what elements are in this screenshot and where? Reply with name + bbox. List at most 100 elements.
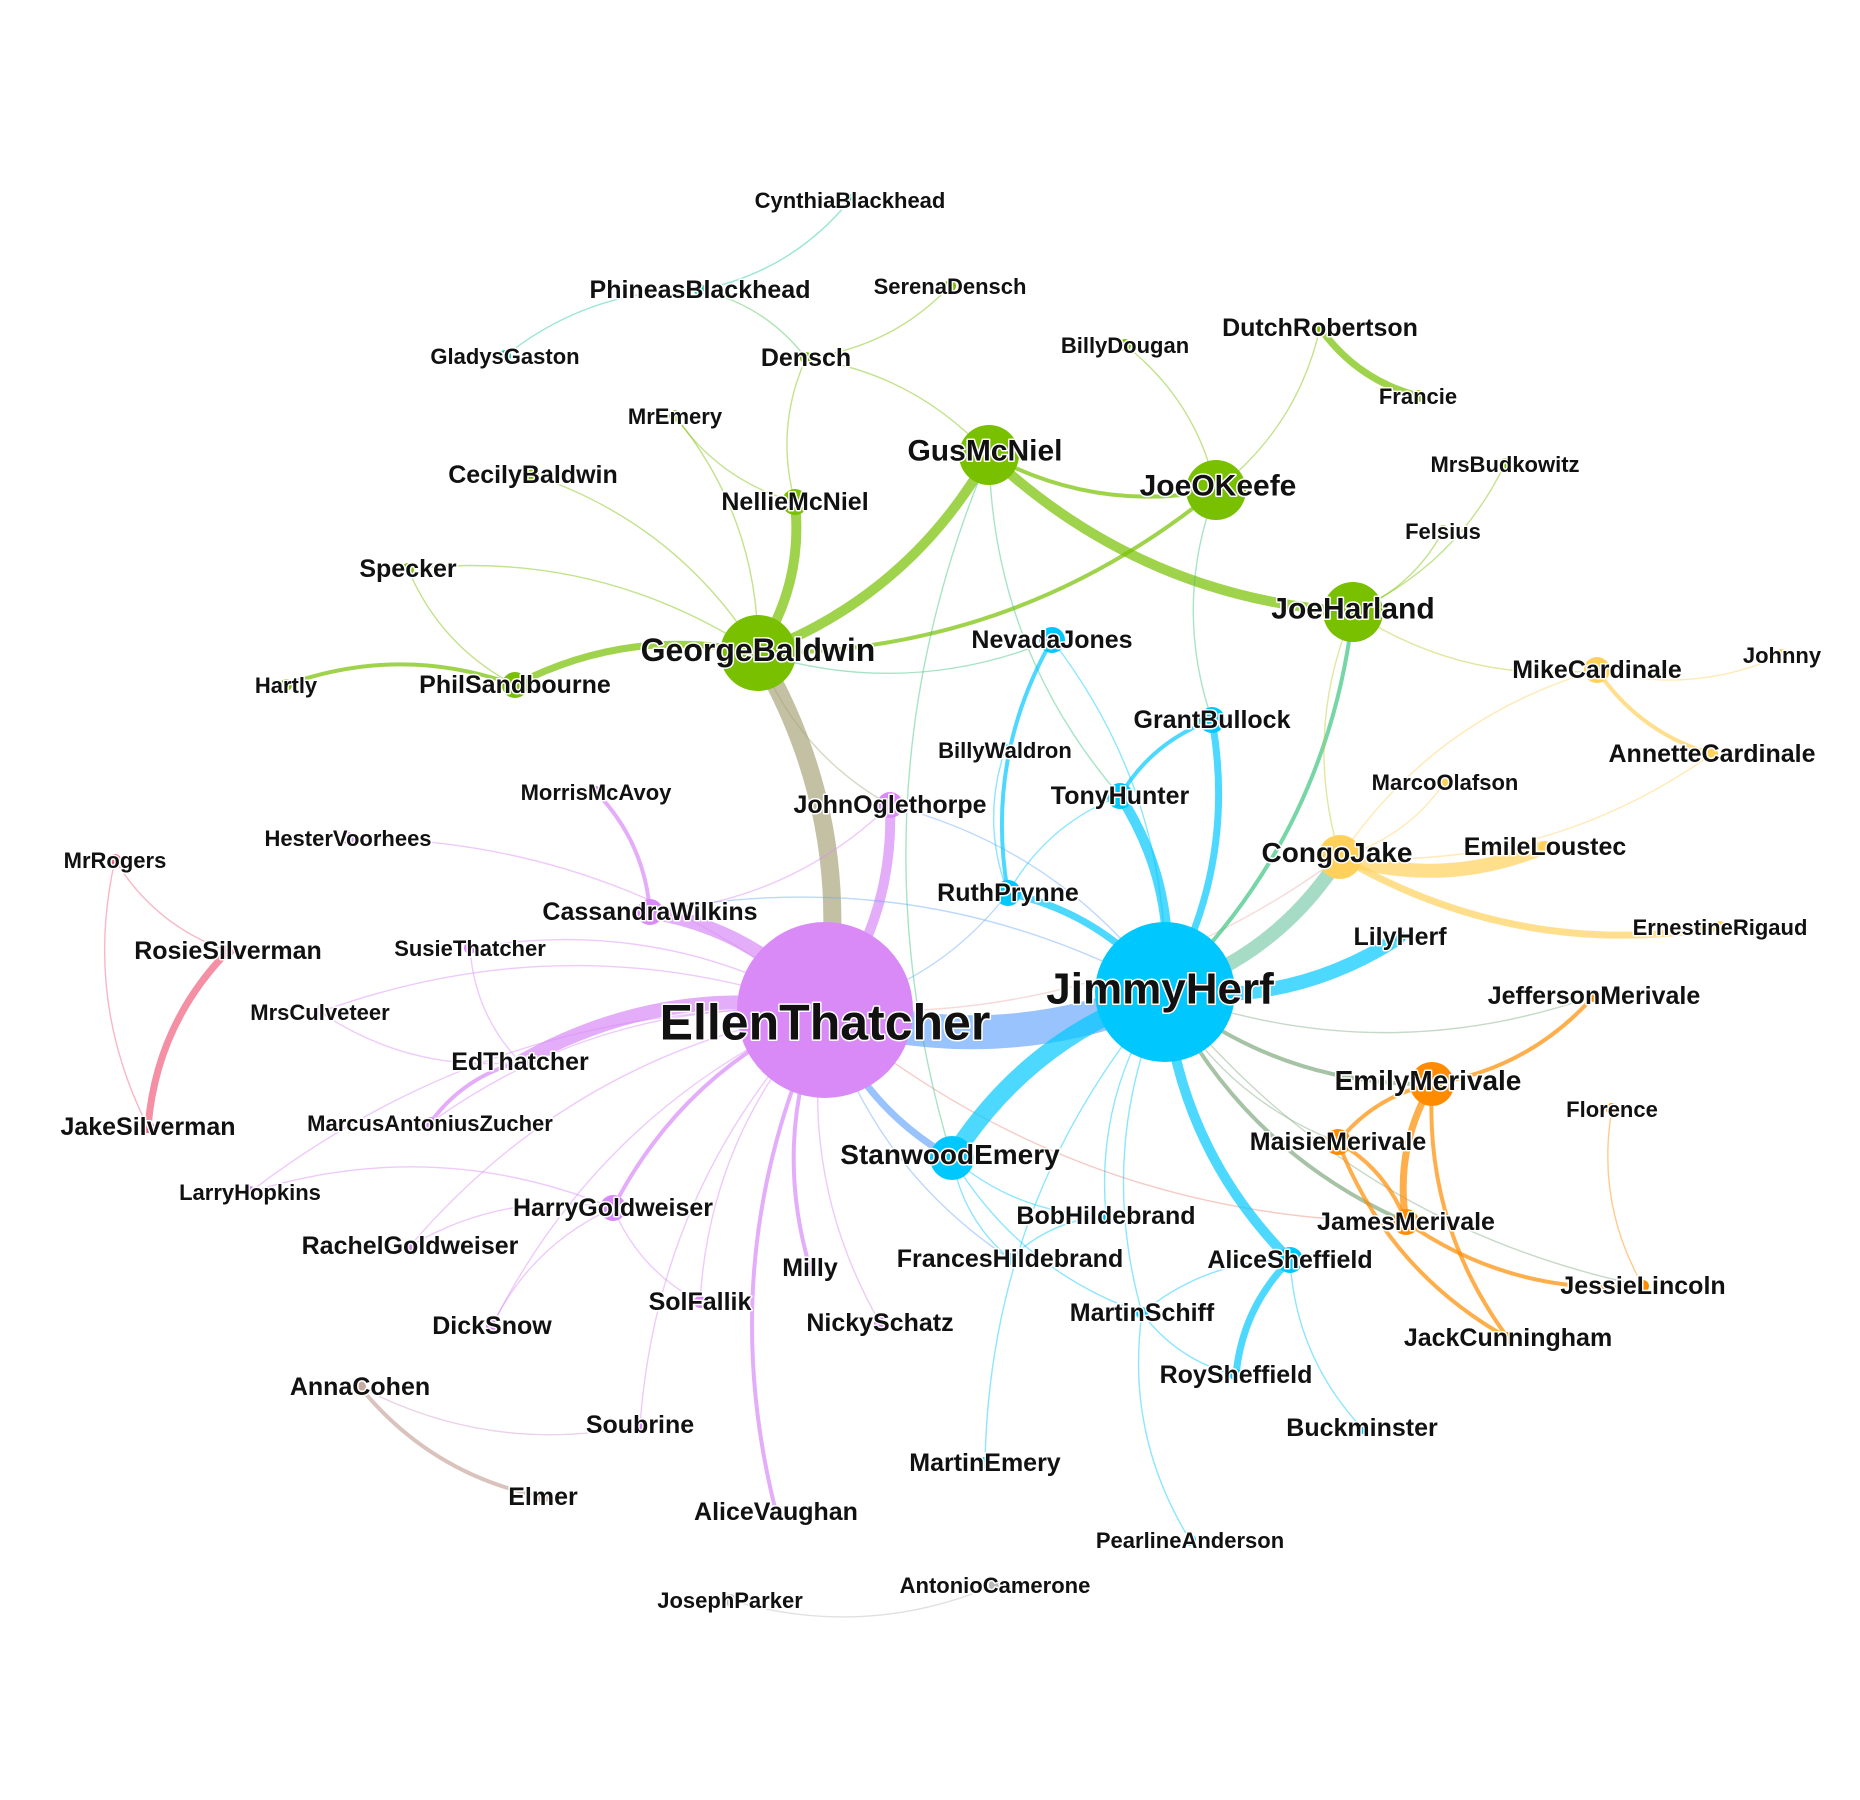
edge-NevadaJones-RuthPrynne [999,639,1054,894]
node-Milly[interactable] [804,1262,816,1274]
node-JoeHarland[interactable] [1323,582,1383,642]
node-Soubrine[interactable] [634,1419,646,1431]
node-SolFallik[interactable] [694,1296,706,1308]
node-MarcoOlafson[interactable] [1439,776,1451,788]
node-GeorgeBaldwin[interactable] [720,615,796,691]
node-RosieSilverman[interactable] [222,945,234,957]
edge-Densch-PhineasBlackhead [699,289,807,359]
node-EdThatcher[interactable] [514,1056,526,1068]
node-Johnny[interactable] [1776,649,1788,661]
node-RuthPrynne[interactable] [995,880,1021,906]
node-EmilyMerivale[interactable] [1410,1062,1454,1106]
edge-layer [103,199,1783,1618]
edge-MrRogers-RosieSilverman [114,859,229,952]
node-NickySchatz[interactable] [874,1317,886,1329]
node-JohnOglethorpe[interactable] [877,792,903,818]
label-RoySheffield: RoySheffield [1160,1361,1313,1389]
node-MartinEmery[interactable] [979,1457,991,1469]
node-NevadaJones[interactable] [1039,627,1065,653]
node-JeffersonMerivale[interactable] [1588,990,1600,1002]
node-LilyHerf[interactable] [1394,931,1406,943]
label-MarcoOlafson: MarcoOlafson [1372,770,1519,795]
node-BobHildebrand[interactable] [1100,1210,1112,1222]
node-Francie[interactable] [1412,390,1424,402]
label-SerenaDensch: SerenaDensch [874,274,1027,299]
node-NellieMcNiel[interactable] [782,489,808,515]
node-JackCunningham[interactable] [1502,1332,1514,1344]
node-BillyWaldron[interactable] [999,744,1011,756]
label-StanwoodEmery: StanwoodEmery [840,1139,1060,1170]
node-CynthiaBlackhead[interactable] [844,194,856,206]
node-SusieThatcher[interactable] [464,942,476,954]
node-MarcusAntoniusZucher[interactable] [424,1117,436,1129]
node-SerenaDensch[interactable] [944,280,956,292]
node-GladysGaston[interactable] [499,350,511,362]
node-AnnetteCardinale[interactable] [1706,748,1718,760]
node-LarryHopkins[interactable] [244,1186,256,1198]
node-PearlineAnderson[interactable] [1184,1534,1196,1546]
node-StanwoodEmery[interactable] [930,1136,974,1180]
label-JessieLincoln: JessieLincoln [1560,1272,1725,1300]
edge-GusMcNiel-TonyHunter [988,454,1121,797]
node-AnnaCohen[interactable] [354,1381,366,1393]
node-Buckminster[interactable] [1356,1422,1368,1434]
node-BillyDougan[interactable] [1119,339,1131,351]
node-HarryGoldweiser[interactable] [600,1195,626,1221]
node-MrEmery[interactable] [669,410,681,422]
node-CassandraWilkins[interactable] [637,899,663,925]
node-AliceVaughan[interactable] [770,1506,782,1518]
label-MorrisMcAvoy: MorrisMcAvoy [521,780,673,805]
node-DutchRobertson[interactable] [1314,322,1326,334]
node-JakeSilverman[interactable] [142,1121,154,1133]
edge-CassandraWilkins-MorrisMcAvoy [594,790,652,913]
node-Florence[interactable] [1606,1103,1618,1115]
edge-GeorgeBaldwin-CecilyBaldwin [532,474,759,654]
node-JessieLincoln[interactable] [1637,1280,1649,1292]
node-RachelGoldweiser[interactable] [404,1240,416,1252]
node-RoySheffield[interactable] [1230,1369,1242,1381]
label-JackCunningham: JackCunningham [1404,1324,1612,1352]
node-Felsius[interactable] [1437,525,1449,537]
node-ErnestineRigaud[interactable] [1714,921,1726,933]
label-Felsius: Felsius [1405,519,1481,544]
node-JoeOKeefe[interactable] [1186,460,1246,520]
node-CecilyBaldwin[interactable] [527,469,539,481]
label-MarcusAntoniusZucher: MarcusAntoniusZucher [307,1111,553,1136]
node-Densch[interactable] [800,352,812,364]
label-JeffersonMerivale: JeffersonMerivale [1488,982,1701,1010]
node-MartinSchiff[interactable] [1136,1307,1148,1319]
node-EllenThatcher[interactable] [737,922,913,1098]
node-PhilSandbourne[interactable] [502,672,528,698]
node-MrsBudkowitz[interactable] [1499,458,1511,470]
node-DickSnow[interactable] [486,1320,498,1332]
label-MikeCardinale: MikeCardinale [1512,656,1682,684]
node-AntonioCamerone[interactable] [989,1579,1001,1591]
node-JamesMerivale[interactable] [1393,1209,1419,1235]
node-EmileLoustec[interactable] [1539,841,1551,853]
edge-GeorgeBaldwin-NevadaJones [757,639,1053,675]
edge-MrsCulveteer-EdThatcher [319,1011,521,1065]
edge-AnnaCohen-Elmer [358,1385,544,1499]
node-JosephParker[interactable] [724,1594,736,1606]
node-MrsCulveteer[interactable] [314,1006,326,1018]
node-FrancesHildebrand[interactable] [1004,1253,1016,1265]
node-Hartly[interactable] [280,679,292,691]
node-MikeCardinale[interactable] [1584,657,1610,683]
label-MrsBudkowitz: MrsBudkowitz [1430,452,1579,477]
node-MrRogers[interactable] [109,854,121,866]
node-MorrisMcAvoy[interactable] [590,786,602,798]
edge-AliceSheffield-Buckminster [1289,1259,1363,1429]
node-HesterVoorhees[interactable] [342,832,354,844]
node-Elmer[interactable] [537,1491,549,1503]
node-TonyHunter[interactable] [1107,783,1133,809]
node-MaisieMerivale[interactable] [1325,1129,1351,1155]
node-GusMcNiel[interactable] [959,425,1019,485]
node-PhineasBlackhead[interactable] [694,284,706,296]
label-HarryGoldweiser: HarryGoldweiser [513,1194,713,1222]
node-Specker[interactable] [402,563,414,575]
node-CongoJake[interactable] [1318,835,1362,879]
node-JimmyHerf[interactable] [1095,922,1235,1062]
node-GrantBullock[interactable] [1199,707,1225,733]
node-AliceSheffield[interactable] [1277,1247,1303,1273]
label-AnnetteCardinale: AnnetteCardinale [1609,740,1816,768]
